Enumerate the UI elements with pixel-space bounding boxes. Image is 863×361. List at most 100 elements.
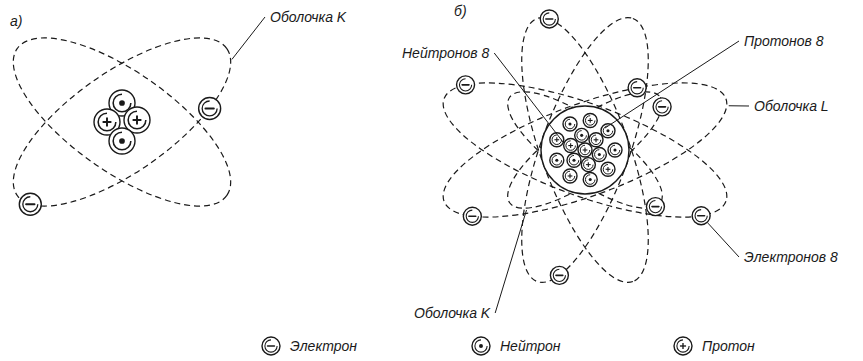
proton-outline [578,143,592,157]
proton-outline [674,337,692,355]
neutron-swirl [475,340,487,352]
neutron-dot [613,148,616,151]
plus-sign [588,162,589,167]
proton-symbol [583,113,597,127]
proton-symbol [563,169,577,183]
neutron-symbol [550,153,564,167]
orbit [492,73,677,228]
leader-line [232,17,265,59]
label-text: Оболочка L [752,98,831,114]
leader-line [708,223,739,257]
legend-symbol [260,335,282,357]
proton-swirl [565,171,575,181]
leader-line [494,53,563,142]
proton-swirl [580,145,590,155]
minus-sign [205,107,213,109]
proton-swirl [584,160,594,170]
orbit [428,55,741,244]
callout-label: а) [8,12,24,30]
electron-outline [692,207,710,225]
callout-label: Электронов 8 [742,248,840,266]
neutron-outline [109,128,135,154]
electron-symbol [19,193,41,215]
electron-swirl [265,340,277,352]
plus-sign [682,343,683,349]
electron-symbol [628,79,646,97]
callout-label: Оболочка K [412,304,492,322]
proton-swirl [591,135,601,145]
electron-symbol [463,207,481,225]
legend-symbol [672,335,694,357]
label-text: Протонов 8 [742,33,825,49]
neutron-outline [563,117,577,131]
label-text: Оболочка K [268,9,348,25]
label-text: Оболочка K [412,305,492,321]
neutron-outline [608,143,622,157]
label-text: Электронов 8 [742,249,840,265]
neutron-dot [479,344,483,348]
leader-line [495,210,526,313]
electron-outline [199,97,221,119]
neutron-outline [575,128,589,142]
proton-outline [581,158,595,172]
plus-sign [106,118,108,127]
electron-symbol [457,76,475,94]
neutron-swirl [610,145,620,155]
electron-outline [550,266,568,284]
neutron-symbol [567,153,581,167]
electron-swirl [466,210,478,222]
neutron-symbol [583,173,597,187]
electron-outline [646,198,664,216]
electron-swirl [695,210,707,222]
proton-symbol [578,143,592,157]
legend-entry: Нейтрон [470,335,562,357]
callout-label: Протонов 8 [742,32,825,50]
electron-outline [262,337,280,355]
proton-swirl [552,135,562,145]
orbit [0,8,256,237]
electron-symbol [692,207,710,225]
neutron-symbol [109,128,135,154]
minus-sign [26,203,34,205]
neutron-dot [580,134,583,137]
neutron-swirl [565,119,575,129]
label-text: а) [8,13,24,29]
callout-label: Нейтронов 8 [400,44,491,62]
helium-atom [0,8,256,237]
proton-symbol [601,162,615,176]
proton-swirl [128,111,146,129]
proton-outline [564,139,578,153]
electron-outline [540,10,558,28]
legend-text: Нейтрон [498,338,562,354]
neutron-outline [550,153,564,167]
electron-outline [19,193,41,215]
proton-swirl [585,116,595,126]
label-text: Нейтронов 8 [400,45,491,61]
orbit [0,8,256,237]
electron-swirl [459,79,471,91]
plus-sign [569,174,570,179]
leader-line [729,105,749,106]
callout-label: Оболочка L [752,97,831,115]
proton-outline [589,133,603,147]
neutron-symbol [575,128,589,142]
electron-outline [628,79,646,97]
minus-sign [652,206,659,208]
minus-sign [698,215,705,217]
proton-outline [601,162,615,176]
electron-swirl [649,200,661,212]
electron-swirl [202,101,217,116]
plus-sign [595,137,596,142]
minus-sign [546,18,553,20]
proton-outline [583,113,597,127]
plus-sign [607,167,608,172]
electron-symbol [199,97,221,119]
neutron-dot [119,100,125,106]
electron-outline [457,76,475,94]
minus-sign [556,275,563,277]
electron-swirl [23,197,38,212]
electron-symbol [540,10,558,28]
callout-label: Оболочка K [268,8,348,26]
proton-swirl [677,340,689,352]
electron-symbol [262,337,280,355]
